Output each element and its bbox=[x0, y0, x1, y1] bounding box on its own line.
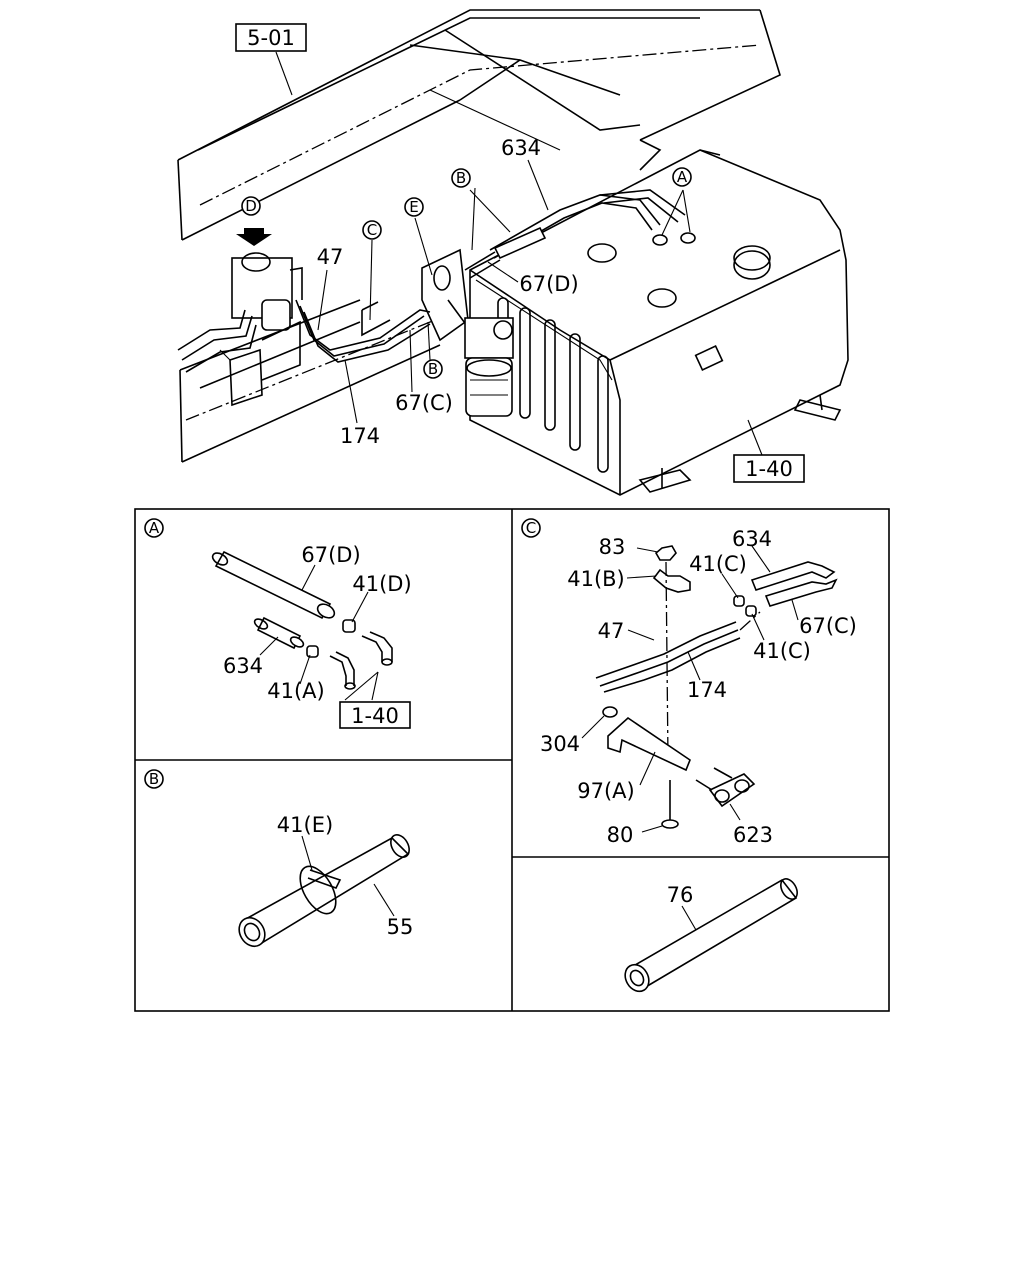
svg-text:A: A bbox=[149, 519, 160, 537]
washer-304 bbox=[602, 706, 618, 718]
detail-c-callout-97a[interactable]: 97(A) bbox=[577, 779, 634, 803]
callout-67c[interactable]: 67(C) bbox=[395, 391, 453, 415]
detail-b-panel: B 41(E) 55 bbox=[144, 769, 414, 948]
circle-marker-d: D bbox=[241, 196, 261, 216]
callout-47[interactable]: 47 bbox=[317, 245, 344, 269]
clamp-41c-top bbox=[733, 595, 745, 607]
detail-c-callout-174[interactable]: 174 bbox=[687, 678, 727, 702]
svg-text:B: B bbox=[456, 169, 466, 187]
left-pipes bbox=[177, 267, 303, 373]
clamp-41e bbox=[299, 865, 342, 915]
tank-ref-label[interactable]: 1-40 bbox=[745, 457, 793, 481]
svg-text:D: D bbox=[245, 197, 257, 215]
detail-c-circle: C bbox=[521, 518, 541, 538]
view-arrow bbox=[236, 228, 272, 246]
detail-a-panel: A 67(D) 41(D) 634 41(A) bbox=[144, 518, 412, 729]
detail-b-callout-41e[interactable]: 41(E) bbox=[277, 813, 333, 837]
detail-c-callout-80[interactable]: 80 bbox=[607, 823, 634, 847]
fuel-lines-tank bbox=[464, 189, 686, 279]
detail-a-tank-ref-label[interactable]: 1-40 bbox=[351, 704, 399, 728]
detail-panels-frame bbox=[134, 508, 890, 1012]
tank-ref-box bbox=[733, 454, 805, 483]
detail-a-tank-ref-box bbox=[339, 701, 411, 729]
fuel-filter-assembly bbox=[421, 248, 514, 417]
circle-marker-a: A bbox=[672, 167, 692, 187]
circle-marker-e: E bbox=[404, 197, 424, 217]
frame-rail-upper bbox=[177, 9, 781, 241]
detail-a-circle: A bbox=[144, 518, 164, 538]
detail-c-callout-304[interactable]: 304 bbox=[540, 732, 580, 756]
svg-text:E: E bbox=[409, 198, 418, 216]
detail-c-panel: C bbox=[521, 518, 857, 847]
hose-55 bbox=[238, 834, 410, 948]
clip-41b bbox=[652, 568, 691, 593]
svg-text:B: B bbox=[149, 770, 159, 788]
pipe-67c bbox=[764, 578, 838, 607]
pipe-bundle-47-174 bbox=[595, 621, 741, 693]
hose-67d bbox=[211, 550, 336, 620]
detail-c-callout-634[interactable]: 634 bbox=[732, 527, 772, 551]
hose-634 bbox=[253, 616, 305, 650]
detail-c-callout-47[interactable]: 47 bbox=[598, 619, 625, 643]
svg-text:A: A bbox=[677, 168, 688, 186]
detail-b-callout-55[interactable]: 55 bbox=[387, 915, 414, 939]
svg-text:C: C bbox=[526, 519, 536, 537]
tank-pipe-upper bbox=[361, 631, 393, 662]
frame-ref-label[interactable]: 5-01 bbox=[247, 26, 295, 50]
detail-a-callout-634[interactable]: 634 bbox=[223, 654, 263, 678]
detail-c-callout-623[interactable]: 623 bbox=[733, 823, 773, 847]
detail-a-callout-41a[interactable]: 41(A) bbox=[267, 679, 324, 703]
clamp-41a bbox=[306, 645, 319, 658]
detail-d-panel: 76 bbox=[624, 878, 798, 993]
frame-ref-box bbox=[235, 23, 307, 52]
frame-rail-lower bbox=[179, 299, 441, 463]
bolt-80 bbox=[661, 780, 679, 829]
nut-83 bbox=[654, 545, 677, 561]
main-leader-lines bbox=[275, 51, 763, 456]
detail-b-circle: B bbox=[144, 769, 164, 789]
svg-text:B: B bbox=[428, 360, 438, 378]
tank-pipe-lower bbox=[329, 651, 355, 686]
detail-c-callout-41b[interactable]: 41(B) bbox=[567, 567, 625, 591]
fuel-tank bbox=[469, 149, 849, 496]
svg-text:C: C bbox=[367, 221, 377, 239]
detail-a-callout-67d[interactable]: 67(D) bbox=[301, 543, 360, 567]
callout-634[interactable]: 634 bbox=[501, 136, 541, 160]
callout-67d[interactable]: 67(D) bbox=[519, 272, 578, 296]
detail-c-callout-41c-low[interactable]: 41(C) bbox=[753, 639, 811, 663]
hose-76 bbox=[624, 878, 798, 993]
detail-a-callout-41d[interactable]: 41(D) bbox=[352, 572, 411, 596]
clamp-41c-low bbox=[745, 605, 757, 617]
bracket-97a bbox=[607, 716, 691, 772]
left-fuel-pump bbox=[219, 252, 301, 407]
pipe-634 bbox=[750, 561, 836, 591]
pipes-47-174 bbox=[295, 299, 431, 363]
circle-marker-b-top: B bbox=[451, 168, 471, 188]
callout-174[interactable]: 174 bbox=[340, 424, 380, 448]
main-assembly-view: 5-01 1-40 A B B C D E 634 47 bbox=[177, 9, 849, 496]
detail-c-callout-83[interactable]: 83 bbox=[599, 535, 626, 559]
circle-marker-b-low: B bbox=[423, 359, 443, 379]
grommet-623 bbox=[695, 767, 756, 808]
circle-marker-c: C bbox=[362, 220, 382, 240]
clamp-41d bbox=[342, 619, 356, 633]
detail-c-callout-41c-top[interactable]: 41(C) bbox=[689, 552, 747, 576]
detail-d-callout-76[interactable]: 76 bbox=[667, 883, 694, 907]
detail-c-callout-67c[interactable]: 67(C) bbox=[799, 614, 857, 638]
